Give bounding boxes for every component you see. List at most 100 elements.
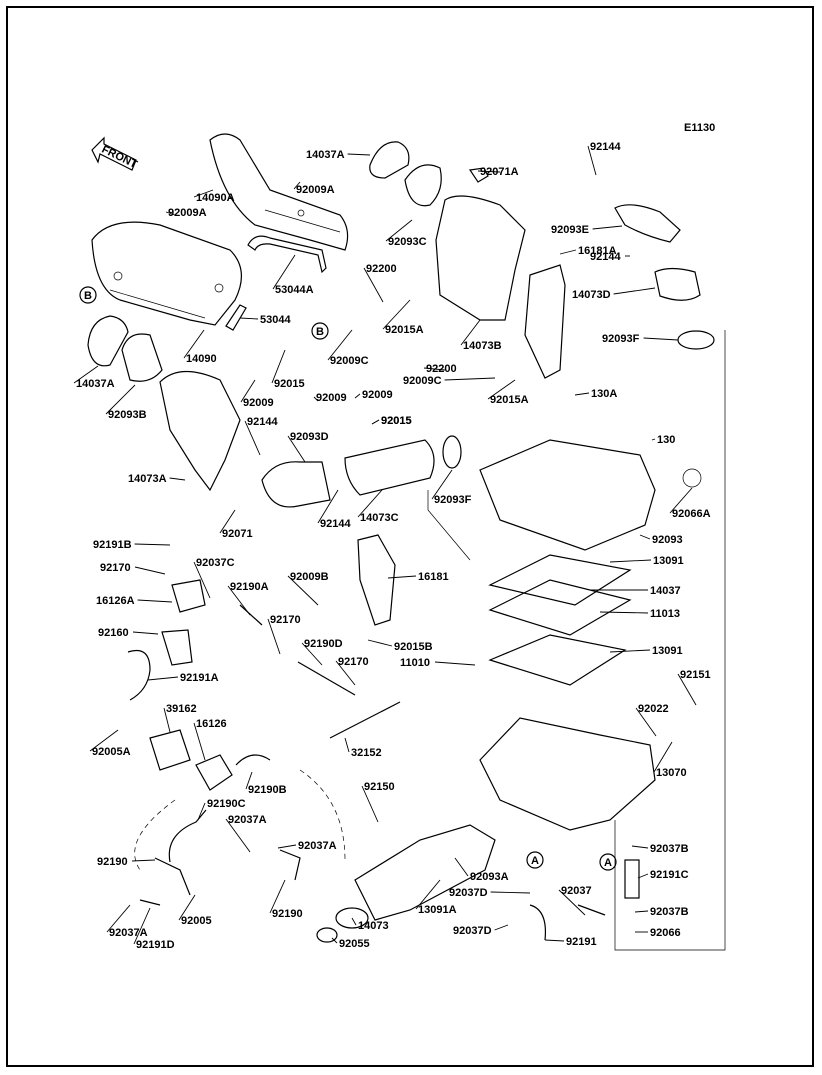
leader-line [219,509,236,534]
leader-line [371,419,380,425]
part-label: 92005 [181,915,212,927]
valve-16126 [195,754,233,791]
leader-line [163,707,171,733]
part-label: 130A [591,388,617,400]
leader-line [361,785,379,823]
plug-92066a [682,468,702,488]
plate-13091a [354,824,496,921]
leader-line [239,317,259,320]
part-label: 92009A [296,184,335,196]
part-label: 92005A [92,746,131,758]
part-label: 92093D [290,431,329,443]
duct-14090 [91,221,242,326]
duct-14073d [654,267,701,301]
leader-line [559,249,577,255]
leader-line [134,543,171,546]
leader-line [558,889,586,916]
part-label: 92170 [270,614,301,626]
part-label: 32152 [351,747,382,759]
duct-14090a [209,133,349,251]
hose-92190d [297,661,356,696]
leader-line [609,559,652,563]
leader-line [193,561,211,599]
figure-code: E1130 [684,122,715,134]
leader-line [653,741,673,773]
leader-line [487,379,516,400]
leader-line [592,225,623,230]
part-label: 11010 [400,657,430,669]
duct-14073a [159,370,241,492]
leader-line [240,379,256,403]
leader-line [193,189,214,198]
part-label: 16126 [196,718,227,730]
part-label: 92190D [304,638,343,650]
part-label: 92144 [590,141,621,153]
bracket-16181a [524,264,566,379]
leader-line [609,649,651,653]
part-label: 92066 [650,927,681,939]
leader-line [631,845,649,849]
part-label: 16181 [418,571,449,583]
seal-92093b [121,333,163,382]
part-label: 92190A [230,581,269,593]
diagram-frame [6,6,814,1067]
leader-line [227,585,251,616]
leader-line [134,566,166,575]
part-label: 53044 [260,314,291,326]
leader-line [431,469,453,500]
ref-mark-b-2: B [311,322,329,340]
clip-53044 [225,304,247,331]
leader-line [385,219,413,242]
leader-line [637,873,649,879]
leader-line [490,891,531,894]
leader-line [367,639,393,647]
part-label: 14073D [572,289,611,301]
part-label: 39162 [166,703,197,715]
bracket-53044a [247,235,327,274]
part-label: 92015 [274,378,305,390]
leader-line [244,420,261,456]
part-label: 13070 [656,767,687,779]
part-label: 92150 [364,781,395,793]
leader-line [669,487,693,514]
leader-line [106,904,131,933]
leader-line [477,170,501,173]
part-label: 92093A [470,871,509,883]
part-label: 92037B [650,906,689,918]
part-label: 92191 [566,936,597,948]
assembly-boundary [427,490,471,561]
leader-line [639,534,651,540]
svg-text:B: B [84,290,92,302]
leader-line [677,673,697,706]
duct-14073c [344,439,435,496]
bracket-16181 [357,534,396,626]
part-39162 [149,729,191,771]
part-label: 92144 [247,416,278,428]
part-label: 92093E [551,224,589,236]
leader-line [183,329,205,359]
duct-14073 [335,907,369,929]
leader-line [354,393,361,399]
leader-line [165,211,176,216]
ref-mark-a-2: A [599,853,617,871]
part-label: 92037A [298,840,337,852]
oring-92055 [316,927,338,943]
part-label: 92015A [385,324,424,336]
front-arrow-icon: FRONT [91,136,139,171]
grommet-92071a [468,167,489,183]
part-label: 92190 [97,856,128,868]
part-label: 14090 [186,353,217,365]
leader-line [327,329,353,361]
part-label: 92160 [98,627,129,639]
leader-line [313,396,319,402]
part-label: 92066A [672,508,711,520]
hose-92190a [239,604,263,626]
leader-line [599,611,649,614]
part-label: 92009 [316,392,347,404]
part-label: 53044A [275,284,314,296]
pipe-92037 [577,904,606,916]
hose-92191a [127,649,151,701]
leader-line [193,722,206,761]
part-label: 92191C [650,869,689,881]
seal-92093c [404,164,442,207]
